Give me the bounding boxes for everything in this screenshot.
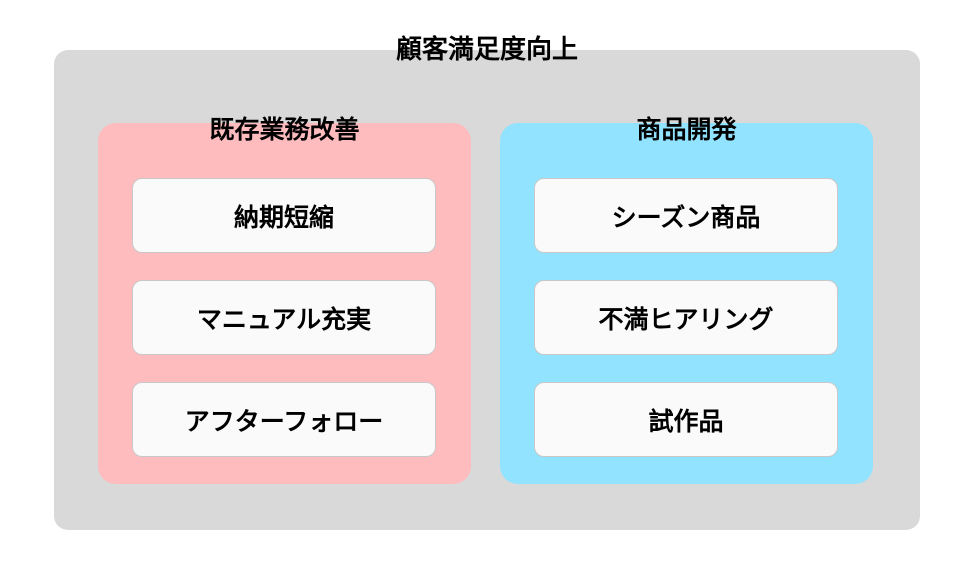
item-card: 不満ヒアリング — [534, 280, 838, 355]
item-card: マニュアル充実 — [132, 280, 436, 355]
diagram-title: 顧客満足度向上 — [395, 35, 578, 65]
group-title-product-development: 商品開発 — [636, 115, 737, 144]
group-title-existing-operations: 既存業務改善 — [209, 115, 360, 144]
item-card: 納期短縮 — [132, 178, 436, 253]
item-card: シーズン商品 — [534, 178, 838, 253]
item-card: 試作品 — [534, 382, 838, 457]
item-card: アフターフォロー — [132, 382, 436, 457]
